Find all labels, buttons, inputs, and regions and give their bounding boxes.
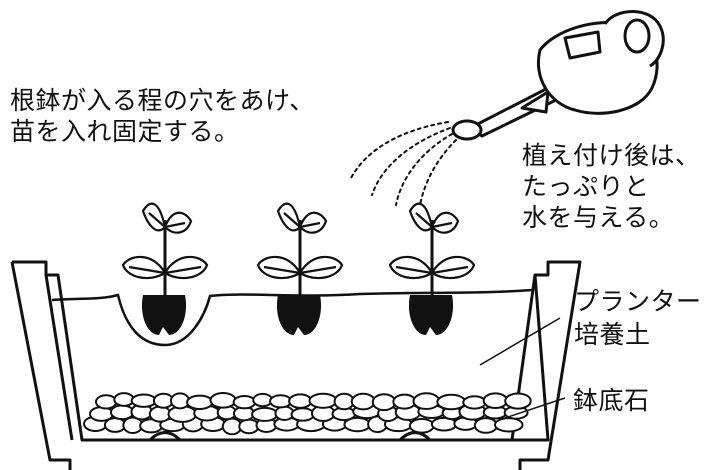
soil-surface [51, 288, 533, 347]
stone [473, 417, 498, 434]
root-ball [408, 295, 454, 335]
stone [148, 405, 172, 423]
stone [109, 404, 135, 421]
planter [10, 260, 582, 470]
pot-bottom-stones [83, 392, 532, 436]
stone [269, 394, 293, 409]
stone [436, 393, 467, 411]
stone [350, 392, 376, 411]
leaf [430, 211, 460, 234]
planter-soil-label: プランター 培養土 [574, 285, 702, 351]
stone [113, 392, 135, 407]
seedling [121, 202, 209, 335]
stone [392, 393, 417, 410]
leaf [141, 202, 167, 232]
soil-pointer-line [479, 317, 561, 366]
seedlings [121, 202, 476, 335]
leaf [163, 211, 193, 234]
stone [371, 393, 397, 412]
root-ball [141, 295, 187, 335]
watering-instruction-line-3: 水を与える。 [522, 203, 675, 232]
stone [288, 393, 313, 409]
stone [462, 395, 487, 410]
stone [130, 393, 157, 408]
stone [412, 392, 441, 410]
leaf [298, 211, 328, 234]
planting-instruction-line-2: 苗を入れ固定する。 [10, 117, 240, 146]
watering-instruction-line-2: たっぷりと [522, 172, 650, 201]
root-ball [276, 295, 322, 335]
leaf [298, 255, 344, 280]
leaf [121, 255, 167, 280]
leaf [163, 255, 209, 280]
stone [290, 407, 315, 422]
stone [408, 417, 435, 434]
watering-instruction-line-1: 植え付け後は、 [522, 141, 701, 170]
stone [504, 392, 532, 410]
seedling [388, 202, 476, 335]
water-streams [349, 121, 457, 206]
stone [232, 394, 257, 410]
leaf [408, 202, 434, 232]
planting-instruction: 根鉢が入る程の穴をあけ、 苗を入れ固定する。 [10, 85, 315, 147]
stone [209, 392, 237, 409]
stone [482, 392, 509, 409]
stone [493, 417, 524, 433]
stone [95, 394, 118, 410]
stone [186, 394, 214, 410]
leaf [388, 255, 434, 280]
watering-instruction: 植え付け後は、 たっぷりと 水を与える。 [522, 140, 701, 233]
planting-instruction-line-1: 根鉢が入る程の穴をあけ、 [10, 86, 315, 115]
watering-can-icon [451, 10, 665, 141]
leaf [430, 255, 476, 280]
leaf [256, 255, 302, 280]
seedling [256, 202, 344, 335]
stone [251, 406, 279, 422]
stones-label: 鉢底石 [573, 386, 650, 415]
planter-label: プランター [574, 287, 702, 316]
stone [89, 406, 114, 422]
stone [308, 392, 338, 409]
soil-label: 培養土 [574, 320, 651, 349]
leaf [276, 202, 302, 232]
stones-pointer-line [504, 397, 566, 419]
